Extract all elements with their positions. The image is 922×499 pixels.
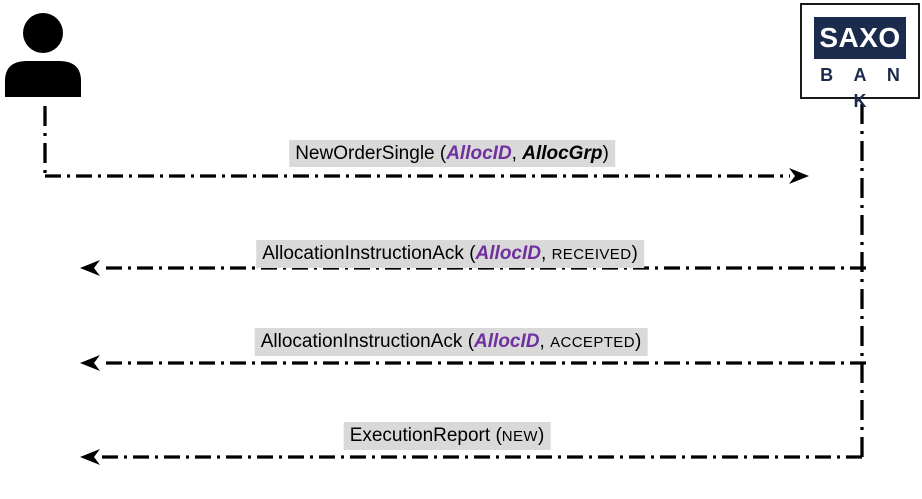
status-accepted: ACCEPTED (550, 334, 635, 351)
allocid-field: AllocID (475, 243, 541, 264)
message-label-ack-received: AllocationInstructionAck (AllocID, RECEI… (256, 240, 644, 268)
allocgrp-field: AllocGrp (522, 143, 603, 164)
allocid-field: AllocID (446, 143, 512, 164)
status-new: NEW (501, 428, 538, 445)
message-label-new-order-single: NewOrderSingle (AllocID, AllocGrp) (289, 140, 615, 167)
allocid-field: AllocID (474, 331, 540, 352)
text-segment: ExecutionReport ( (349, 425, 502, 446)
text-segment: AllocationInstructionAck ( (260, 331, 475, 352)
text-segment: ) (634, 331, 642, 352)
text-segment: ) (631, 243, 638, 264)
text-segment: ) (602, 143, 609, 164)
person-icon (5, 13, 81, 97)
message-label-execution-report: ExecutionReport (NEW) (343, 422, 551, 450)
status-received: RECEIVED (551, 246, 632, 263)
text-segment: , (511, 143, 523, 164)
text-segment: , (541, 243, 552, 264)
arrowhead-left-icon (80, 449, 100, 465)
text-segment: ) (537, 425, 545, 446)
logo-bank-text: B A N K (820, 65, 908, 111)
message-label-ack-accepted: AllocationInstructionAck (AllocID, ACCEP… (254, 328, 648, 356)
text-segment: , (539, 331, 551, 352)
saxo-bank-logo: SAXO B A N K (800, 3, 920, 111)
logo-saxo-text: SAXO (814, 17, 906, 59)
text-segment: NewOrderSingle ( (295, 143, 447, 164)
arrowhead-left-icon (80, 260, 100, 276)
arrowhead-left-icon (80, 355, 100, 371)
arrowhead-right-icon (789, 168, 809, 184)
text-segment: AllocationInstructionAck ( (262, 243, 476, 264)
